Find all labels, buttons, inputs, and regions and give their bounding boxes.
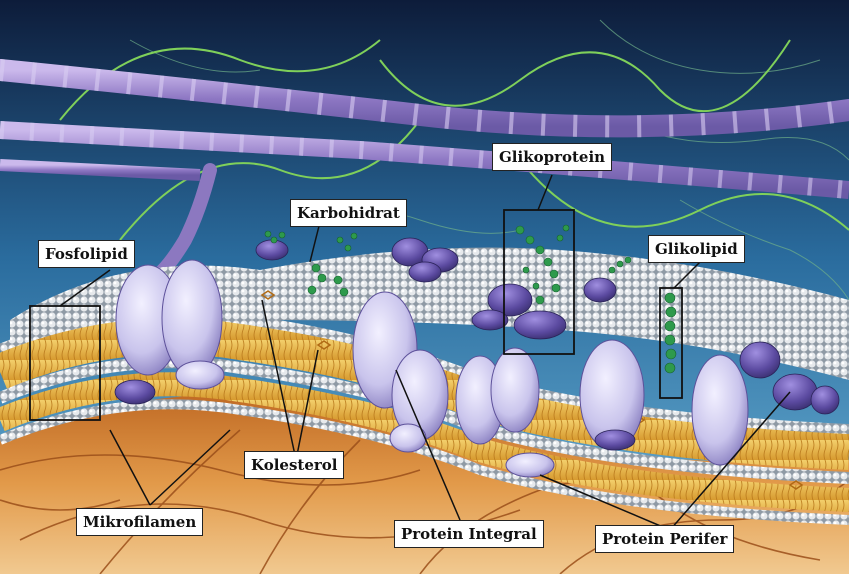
label-mikrofilamen: Mikrofilamen	[76, 508, 203, 536]
label-protein-integral: Protein Integral	[394, 520, 544, 548]
label-protein-perifer: Protein Perifer	[595, 525, 734, 553]
label-glikolipid: Glikolipid	[648, 235, 745, 263]
label-glikoprotein: Glikoprotein	[492, 143, 612, 171]
label-fosfolipid: Fosfolipid	[38, 240, 135, 268]
label-kolesterol: Kolesterol	[244, 451, 344, 479]
label-karbohidrat: Karbohidrat	[290, 199, 407, 227]
